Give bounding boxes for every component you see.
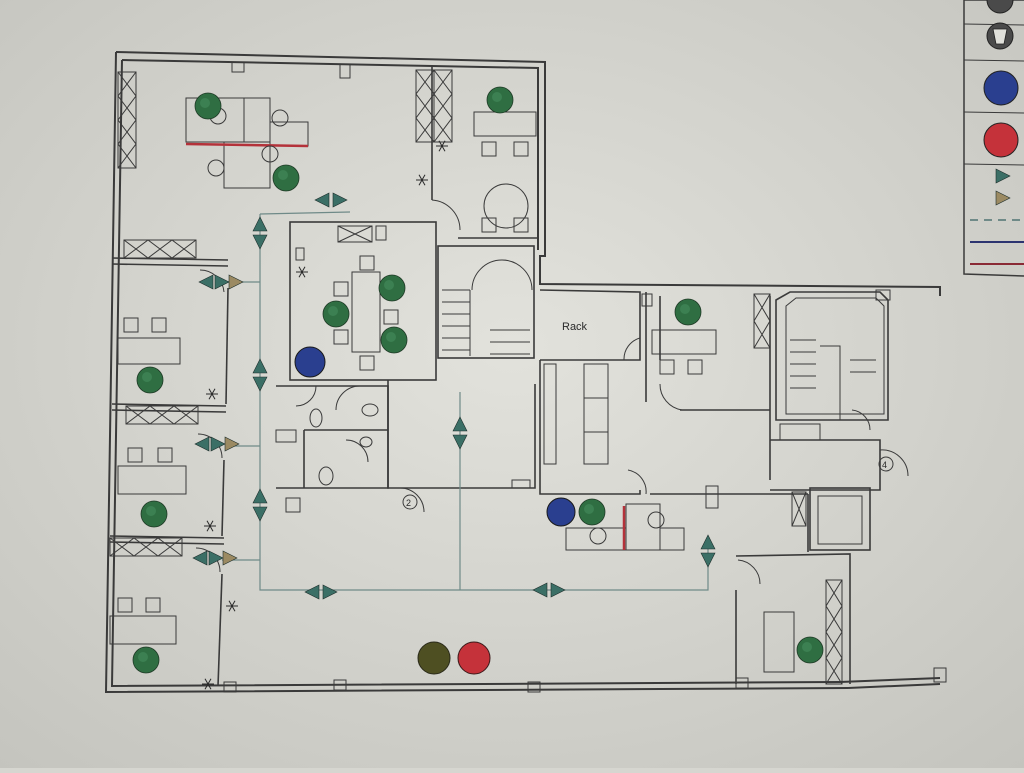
legend-item (963, 122, 1024, 166)
blue-marker-conference (294, 346, 326, 378)
plant-icon (578, 498, 606, 526)
fire-extinguisher-icon (296, 266, 308, 278)
plant-icon (136, 366, 164, 394)
red-partitions (185, 142, 626, 550)
route-arrow-icon (192, 550, 208, 566)
route-arrow-icon (214, 274, 230, 290)
stairs-2 (785, 297, 885, 421)
plant-icon (322, 300, 350, 328)
route-arrow-icon (198, 274, 214, 290)
plant-icon (194, 92, 222, 120)
stairs-1 (442, 259, 535, 356)
legend-arrow-icon (995, 190, 1011, 206)
plant-icon (140, 500, 168, 528)
legend-marker (983, 122, 1019, 158)
windows (109, 69, 843, 685)
route-arrow-icon (194, 436, 210, 452)
route-arrow-icon (228, 274, 244, 290)
svg-text:4: 4 (882, 460, 887, 470)
blue-marker-office (546, 497, 576, 527)
route-arrow-icon (532, 582, 548, 598)
plant-icon (272, 164, 300, 192)
route-arrow-icon (550, 582, 566, 598)
route-arrow-icon (322, 584, 338, 600)
route-arrow-icon (252, 506, 268, 522)
extinguishers (202, 140, 448, 690)
route-arrow-icon (332, 192, 348, 208)
legend-item (963, 22, 1024, 62)
route-arrow-icon (700, 534, 716, 550)
legend-marker (983, 70, 1019, 106)
legend-item (995, 168, 1011, 184)
route-arrow-icon (252, 216, 268, 232)
route-arrow-icon (252, 488, 268, 504)
plant-icon (132, 646, 160, 674)
route-arrow-icon (452, 434, 468, 450)
rack-label: Rack (562, 321, 588, 333)
stair-marker-2: 2 (402, 494, 418, 510)
route-arrow-icon (252, 376, 268, 392)
route-arrow-icon (222, 550, 238, 566)
route-arrow-icon (314, 192, 330, 208)
outer-walls (104, 51, 941, 694)
fire-extinguisher-icon (226, 600, 238, 612)
fire-extinguisher-icon (416, 174, 428, 186)
route-arrow-icon (252, 234, 268, 250)
route-arrow-icon (224, 436, 240, 452)
markers (294, 346, 576, 675)
bin-icon (986, 22, 1014, 50)
plant-icon (796, 636, 824, 664)
red-marker (457, 641, 491, 675)
interior-walls (109, 66, 889, 687)
fire-extinguisher-icon (206, 388, 218, 400)
plant-icon (486, 86, 514, 114)
fire-extinguisher-icon (986, 0, 1014, 14)
legend-panel (963, 0, 1024, 277)
route-arrows (192, 192, 716, 600)
route-arrow-icon (208, 550, 224, 566)
plant-icon (378, 274, 406, 302)
legend-arrow-icon (995, 168, 1011, 184)
route-arrow-icon (452, 416, 468, 432)
olive-marker (417, 641, 451, 675)
svg-text:2: 2 (406, 498, 411, 508)
plant-icon (674, 298, 702, 326)
route-arrow-icon (210, 436, 226, 452)
legend-item (995, 190, 1011, 206)
route-arrow-icon (700, 552, 716, 568)
plants (132, 86, 824, 674)
fire-extinguisher-icon (436, 140, 448, 152)
fire-extinguisher-icon (202, 678, 214, 690)
plant-icon (380, 326, 408, 354)
route-arrow-icon (252, 358, 268, 374)
route-arrow-icon (304, 584, 320, 600)
fixtures (223, 61, 947, 693)
legend-item (963, 70, 1024, 114)
stair-marker-4: 4 (878, 456, 894, 472)
fire-extinguisher-icon (204, 520, 216, 532)
